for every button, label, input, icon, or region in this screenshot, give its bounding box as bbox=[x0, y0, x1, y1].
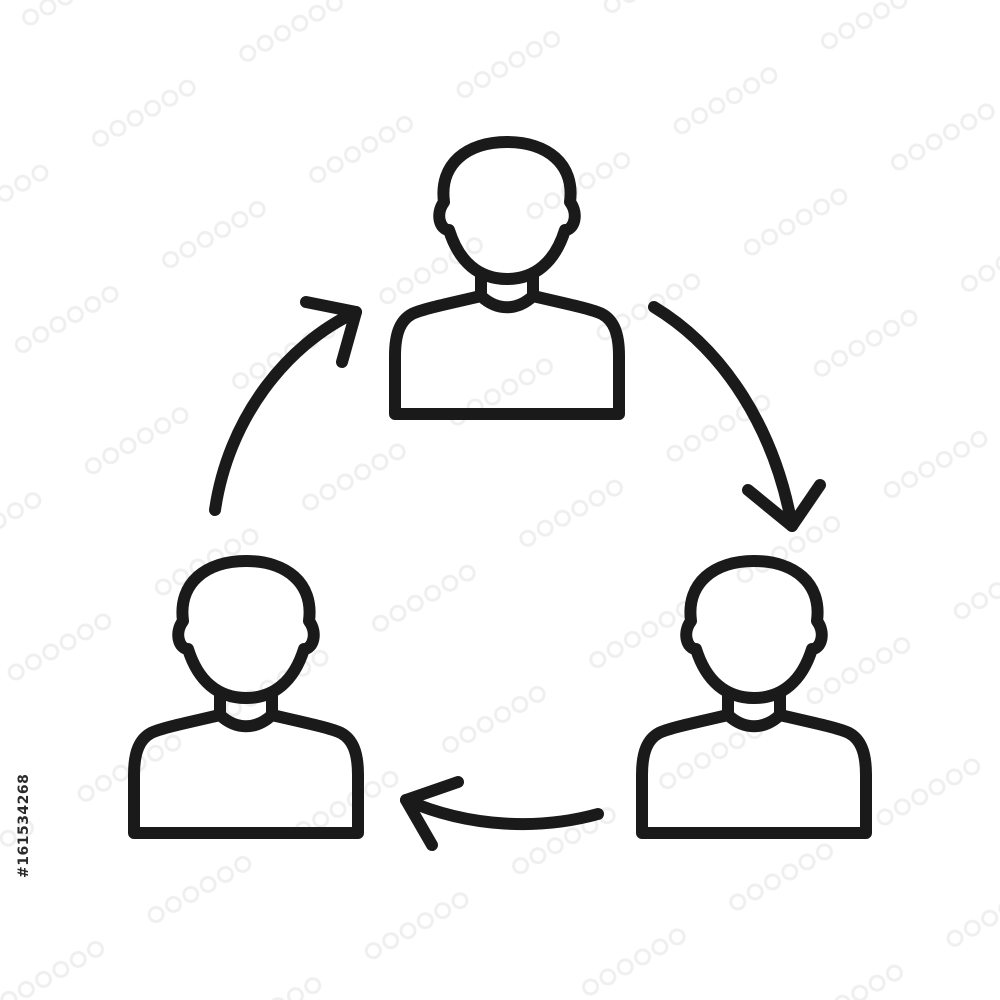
person-icon-bottom-left bbox=[134, 561, 358, 833]
person-icon-top bbox=[395, 142, 619, 414]
stock-id-label: #161534268 bbox=[6, 757, 42, 895]
arrow-up-right-icon bbox=[209, 296, 362, 516]
arrow-left-icon bbox=[400, 776, 604, 851]
stock-id-text: #161534268 bbox=[16, 773, 32, 879]
arrow-clockwise-icon bbox=[648, 301, 826, 532]
person-icon-bottom-right bbox=[642, 561, 866, 833]
